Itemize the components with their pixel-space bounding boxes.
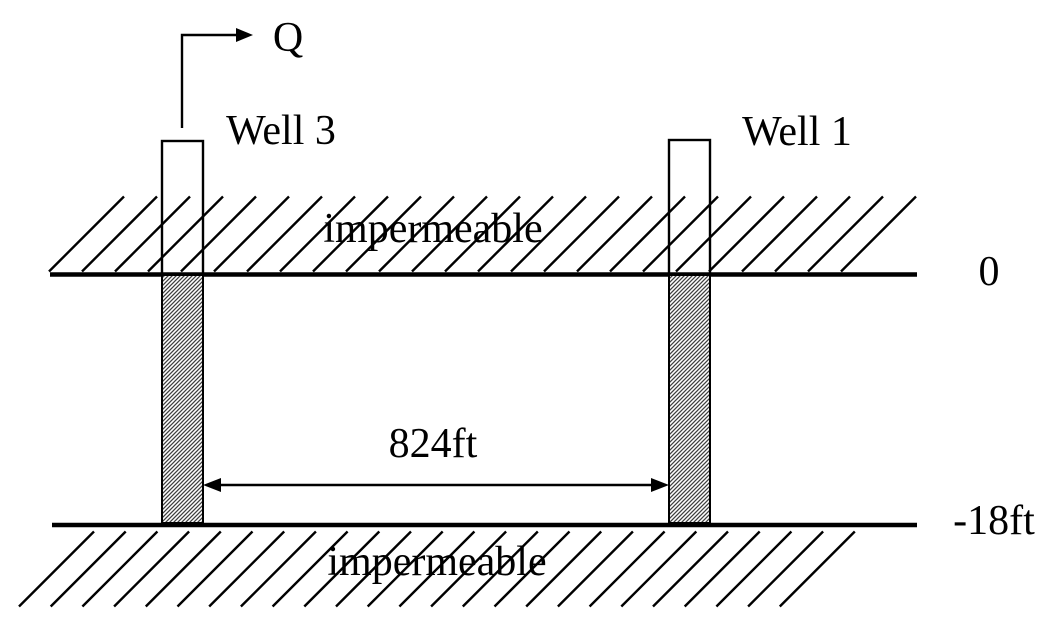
hatch-line (366, 530, 444, 608)
hatch-line (493, 530, 571, 608)
hatch-line (114, 195, 191, 273)
hatch-line (208, 530, 286, 608)
hatch-line (774, 195, 851, 273)
hatch-line (683, 530, 761, 608)
hatch-line (675, 195, 752, 273)
hatch-line (461, 530, 539, 608)
lower-impermeable-layer-hatching (18, 530, 856, 608)
hatch-line (303, 530, 381, 608)
hatch-line (271, 530, 349, 608)
hatch-line (18, 530, 95, 608)
hatch-line (576, 195, 653, 273)
distance-right-arrowhead-icon (651, 478, 669, 492)
hatch-line (180, 195, 257, 273)
hatch-line (81, 530, 159, 608)
q-flow-arrow-line (180, 33, 237, 128)
hatch-line (609, 195, 686, 273)
hatch-line (398, 530, 476, 608)
hatch-line (807, 195, 884, 273)
hatch-line (246, 195, 323, 273)
distance-value-label: 824ft (389, 421, 478, 467)
hatch-line (240, 530, 317, 608)
q-flow-arrow (180, 28, 253, 128)
well-3-screen (161, 274, 204, 524)
hatch-line (213, 195, 290, 273)
elevation-minus-18ft-label: -18ft (953, 498, 1035, 544)
hatch-line (335, 530, 412, 608)
hatch-line (652, 530, 729, 608)
hatch-line (543, 195, 620, 273)
hatch-line (176, 530, 254, 608)
hatch-line (312, 195, 389, 273)
flow-rate-label: Q (273, 15, 303, 61)
q-flow-arrowhead-icon (236, 28, 253, 42)
upper-impermeable-label: impermeable (323, 206, 542, 252)
hatch-line (430, 530, 507, 608)
hatch-line (715, 530, 793, 608)
hatch-line (49, 530, 127, 608)
distance-dimension-arrow (203, 478, 669, 492)
well-1-label: Well 1 (742, 109, 852, 155)
well-1-screen (668, 274, 711, 524)
hatch-line (557, 530, 634, 608)
hatch-line (144, 530, 222, 608)
lower-impermeable-label: impermeable (327, 539, 546, 585)
upper-impermeable-layer-hatching (48, 195, 917, 273)
hatch-line (147, 195, 224, 273)
hatch-line (48, 195, 125, 273)
hatch-line (840, 195, 917, 273)
hatch-line (81, 195, 158, 273)
hatch-line (741, 195, 818, 273)
hatch-line (588, 530, 666, 608)
well-3-label: Well 3 (226, 108, 336, 154)
hatch-line (345, 195, 422, 273)
hatch-line (747, 530, 824, 608)
distance-left-arrowhead-icon (203, 478, 221, 492)
hatch-line (279, 195, 356, 273)
hatch-line (113, 530, 190, 608)
hatch-line (642, 195, 719, 273)
elevation-zero-label: 0 (979, 249, 1000, 295)
hatch-line (778, 530, 856, 608)
hatch-line (708, 195, 785, 273)
hatch-line (477, 195, 554, 273)
hatch-line (525, 530, 603, 608)
hatch-line (620, 530, 698, 608)
hatch-line (444, 195, 521, 273)
hatch-line (378, 195, 455, 273)
hatch-line (411, 195, 488, 273)
hatch-line (510, 195, 587, 273)
